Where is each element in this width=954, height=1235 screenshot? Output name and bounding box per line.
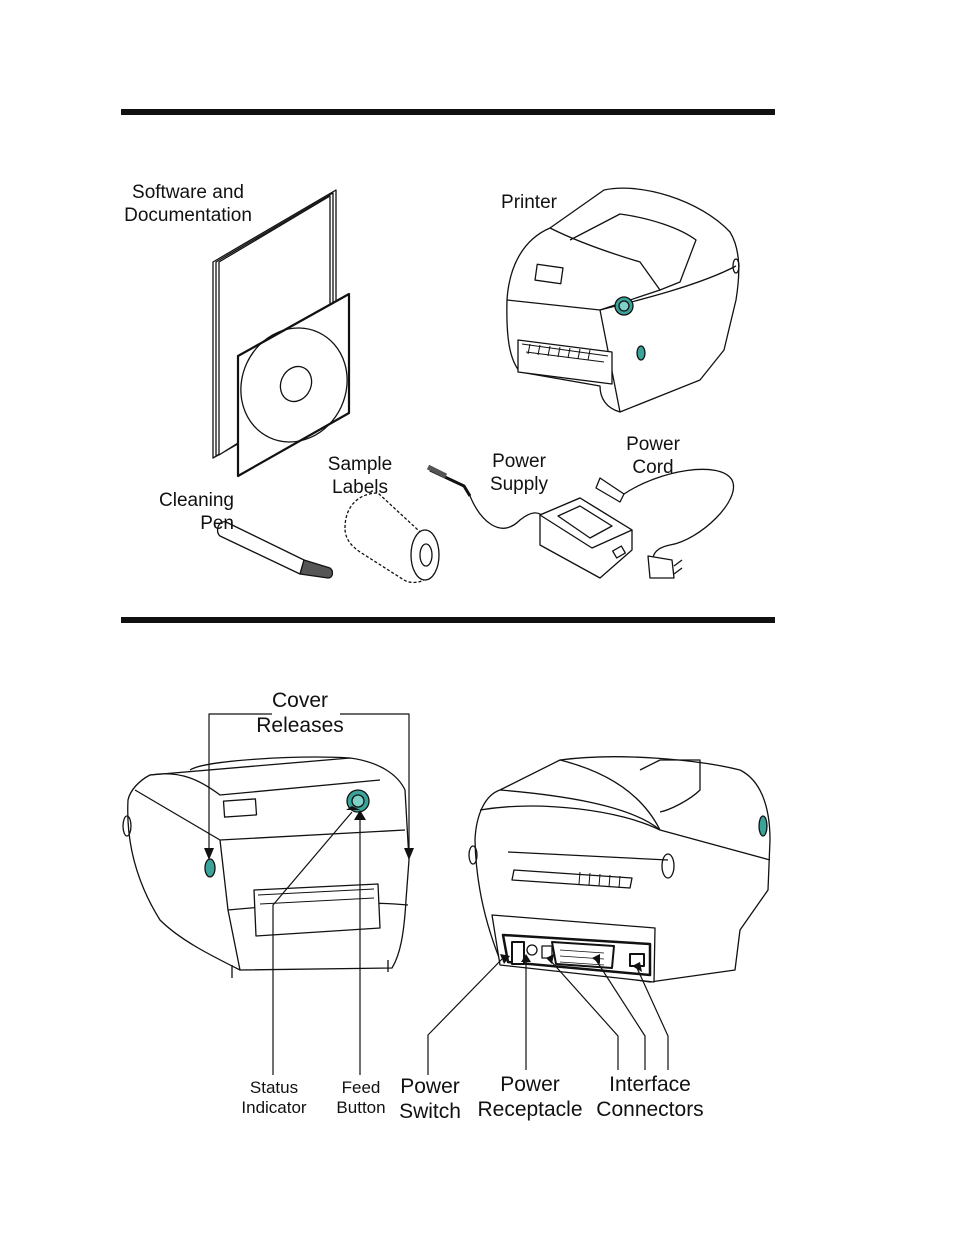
printer-rear-view-icon [469, 757, 770, 982]
printer-front-view-icon [123, 757, 409, 978]
